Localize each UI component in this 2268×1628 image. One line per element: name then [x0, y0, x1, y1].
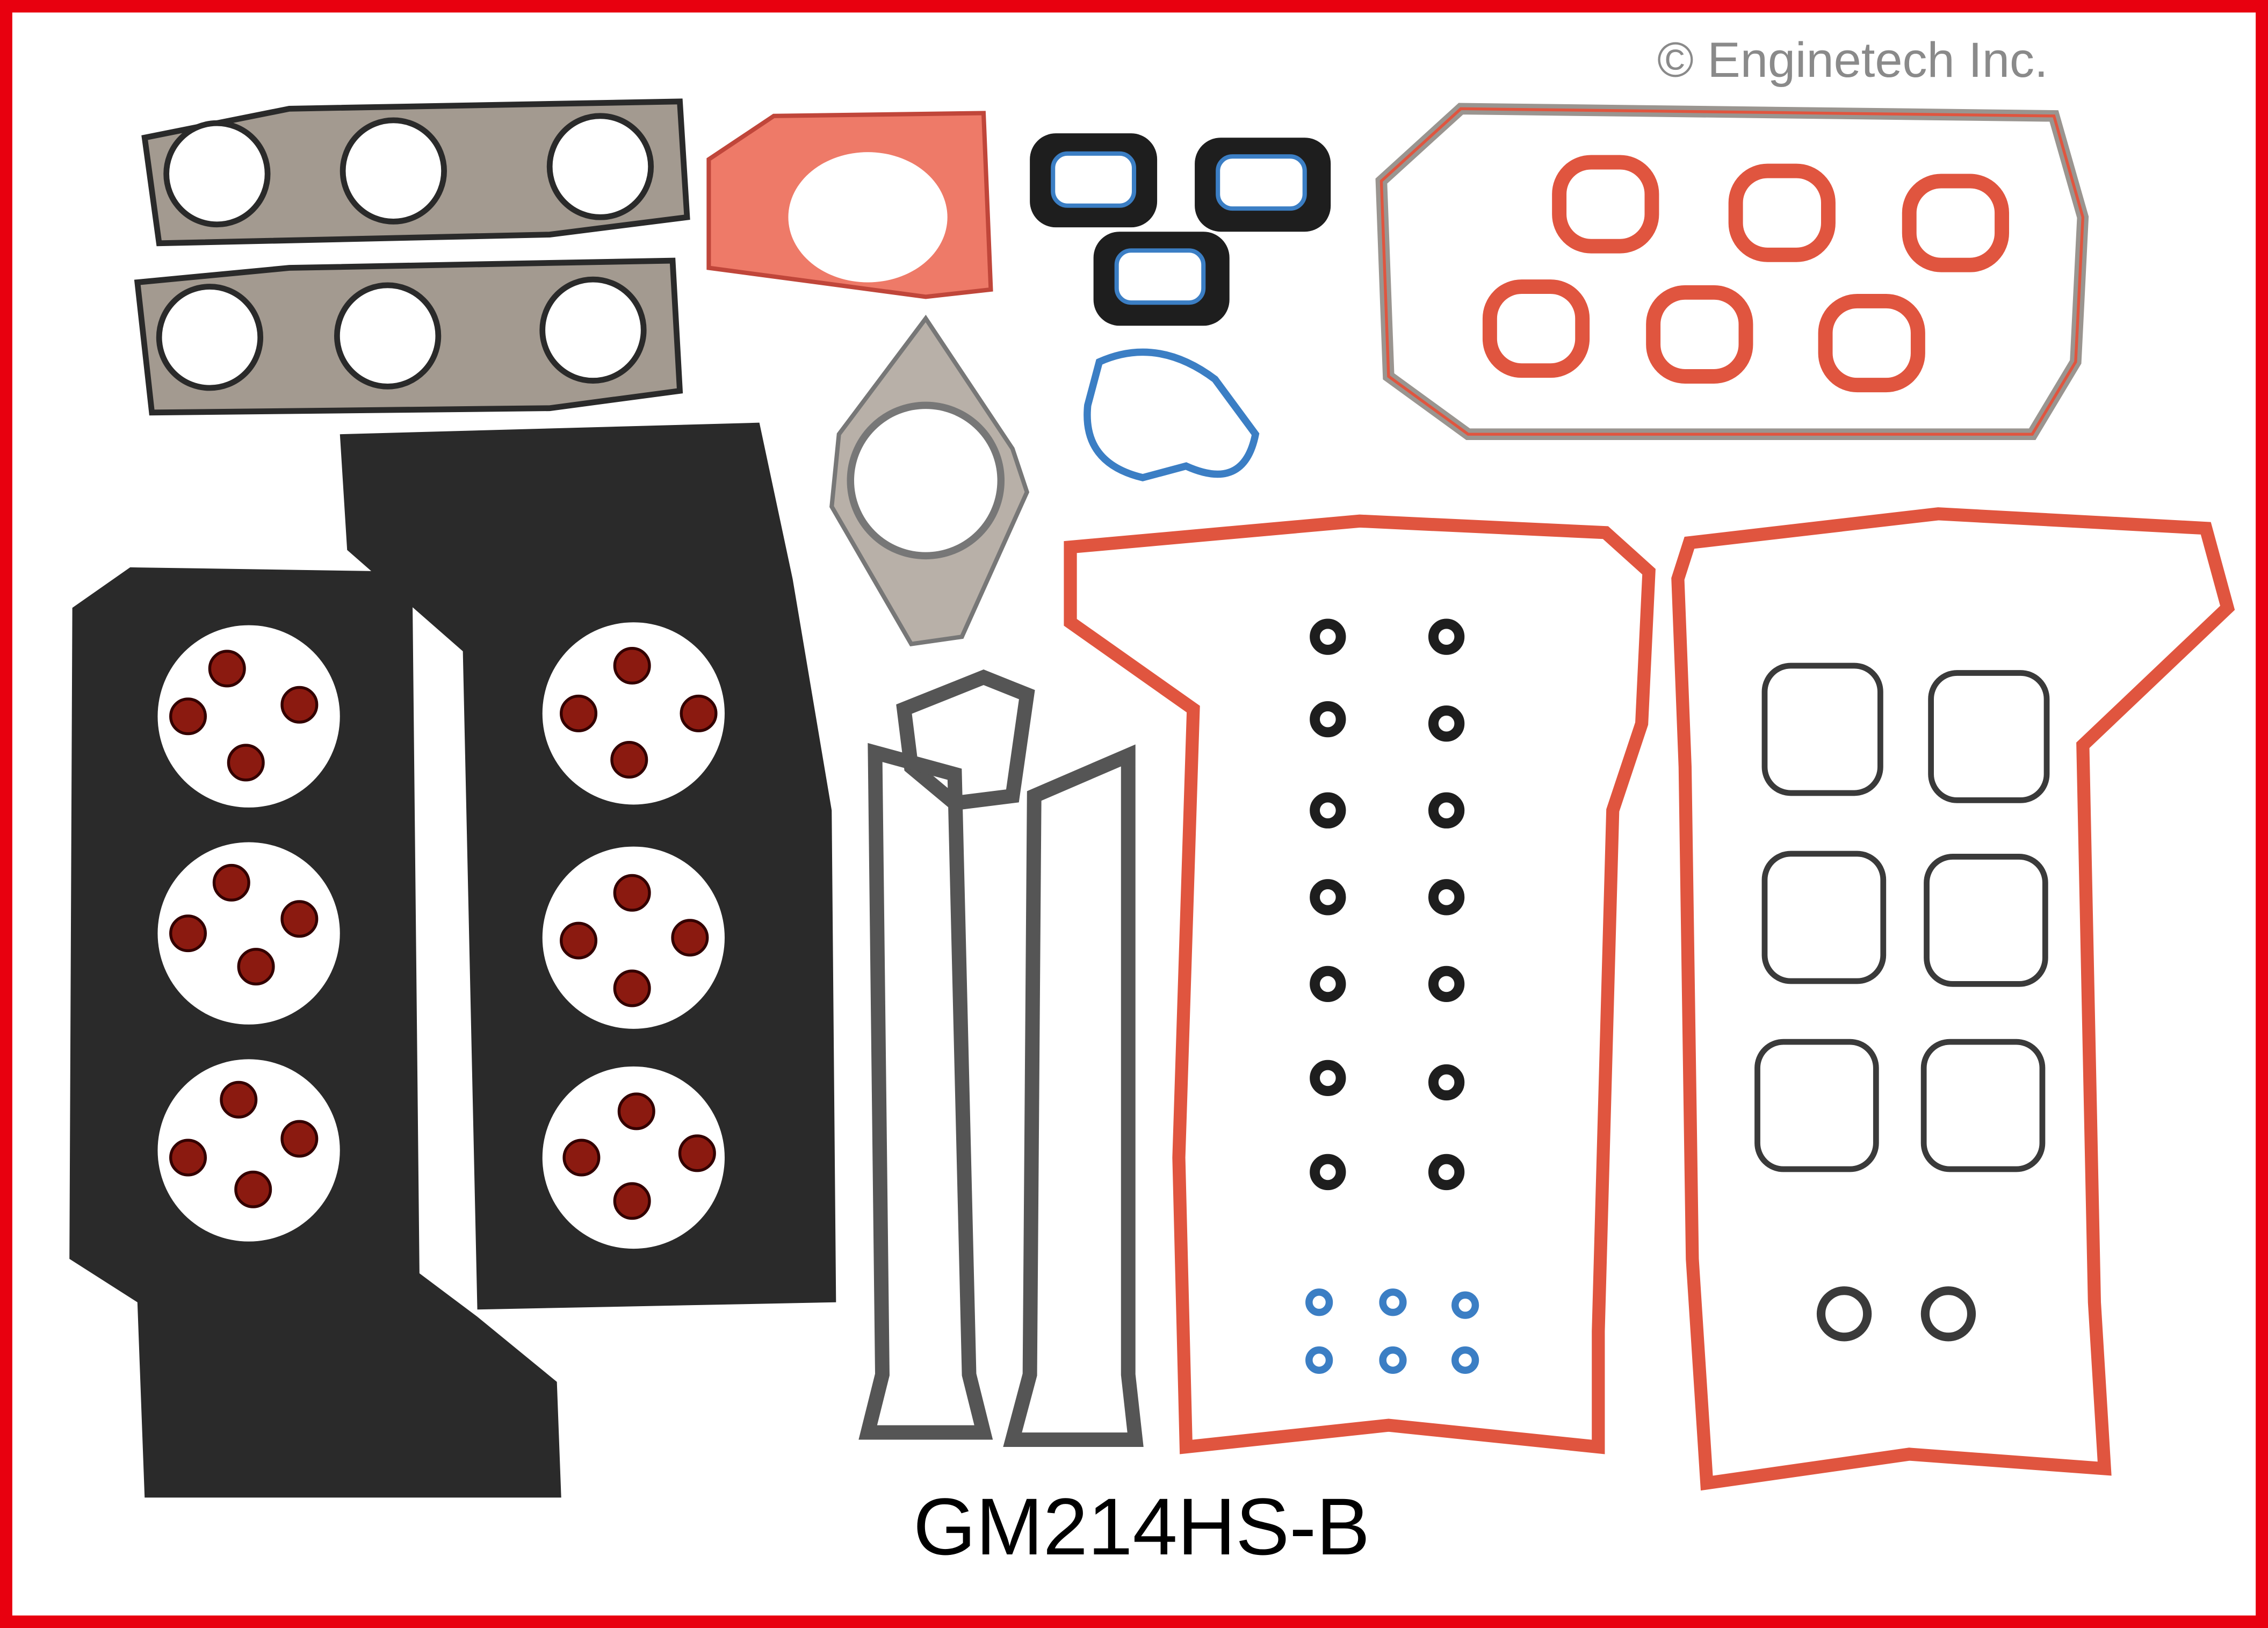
watermark-text: © Enginetech Inc. [1657, 33, 2048, 88]
exhaust-manifold-gasket-bottom [134, 257, 683, 416]
valve-cover-gasket-left [1064, 514, 1656, 1454]
egr-gaskets [858, 669, 1144, 1447]
part-number-label: GM214HS-B [913, 1481, 1370, 1572]
cylinder-head-gasket-right [340, 422, 836, 1310]
throttle-body-gasket [706, 111, 993, 299]
exhaust-manifold-gasket-top [141, 98, 690, 247]
intake-plenum-gasket [1375, 103, 2089, 440]
exhaust-flange-gasket [829, 314, 1030, 647]
spark-plug-tube-seals [1310, 618, 1465, 1191]
injector-o-rings [1305, 1288, 1479, 1374]
valve-stem-seals [169, 647, 718, 1220]
water-outlet-gaskets [1030, 133, 1331, 326]
valve-cover-gasket-right [1671, 507, 2235, 1491]
cylinder-head-gasket-left [69, 567, 561, 1498]
thermostat-seal [1084, 348, 1260, 481]
